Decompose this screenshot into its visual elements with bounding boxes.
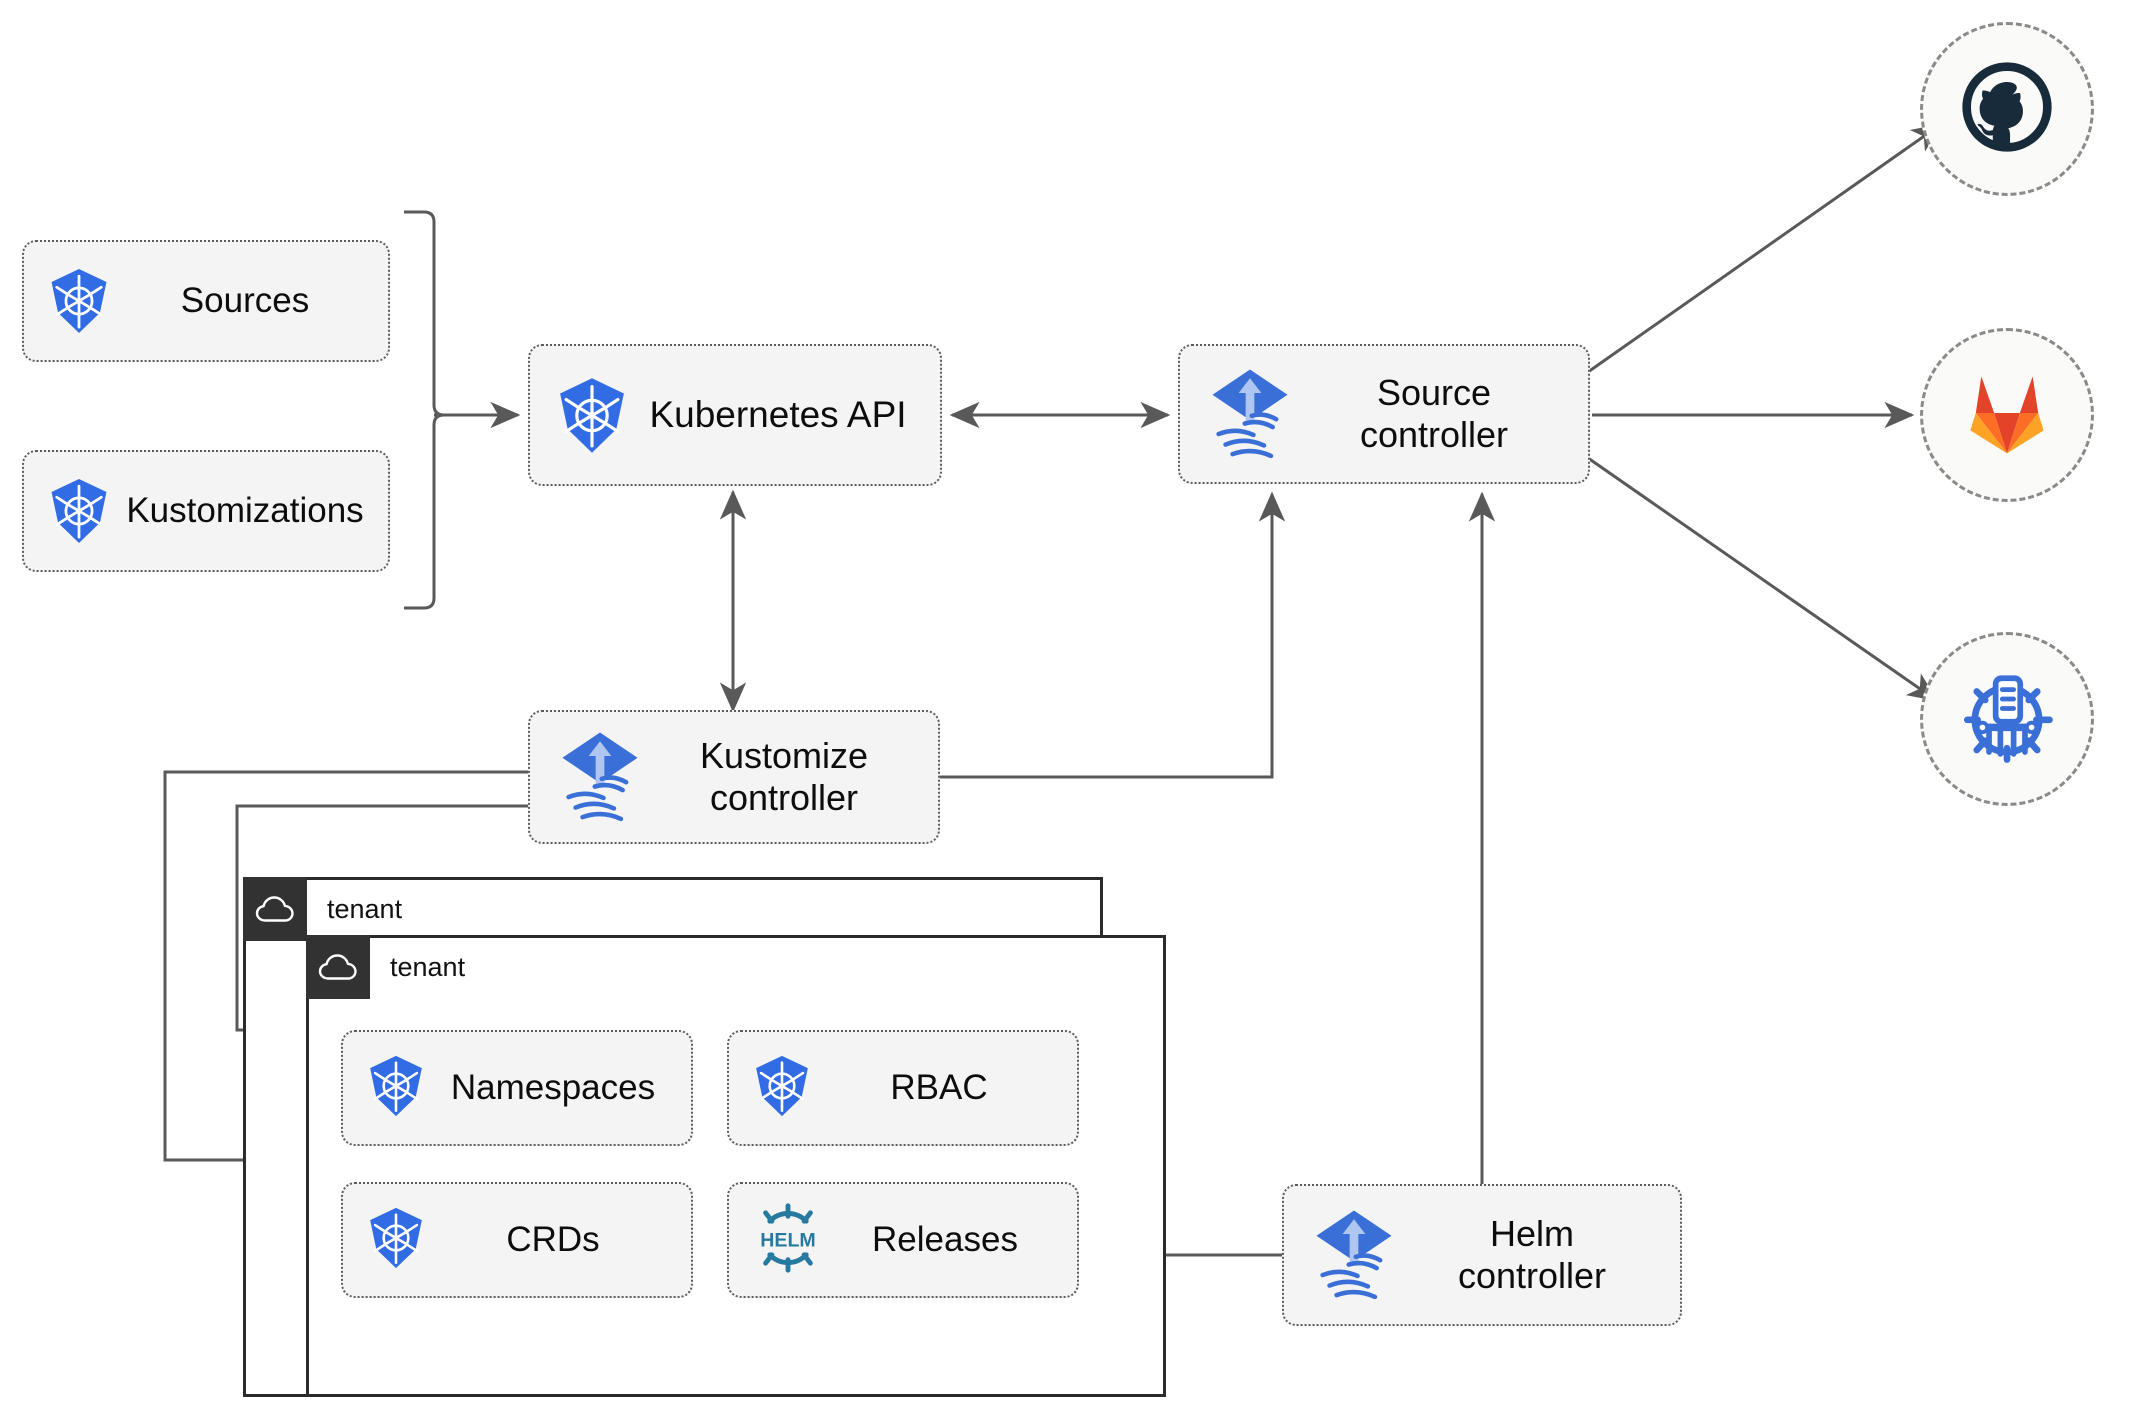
card-label-kustomize-controller: Kustomize controller: [699, 734, 869, 818]
kubernetes-icon: [751, 1054, 813, 1123]
tile-label-releases: Releases: [872, 1220, 1018, 1259]
tenant-tab-1: tenant: [243, 877, 402, 941]
card-label-sources: Sources: [180, 281, 310, 321]
provider-gitlab[interactable]: [1920, 328, 2094, 502]
gitlab-icon: [1961, 369, 2053, 462]
provider-helm-repository[interactable]: [1920, 632, 2094, 806]
kubernetes-icon: [46, 477, 112, 545]
card-label-kubernetes-api: Kubernetes API: [649, 394, 907, 436]
tenant-label-2: tenant: [390, 951, 466, 982]
bracket-top: [404, 210, 445, 417]
flux-icon: [556, 729, 644, 825]
tenant-container-2[interactable]: tenant: [306, 935, 1166, 1397]
tile-label-crds: CRDs: [506, 1220, 600, 1259]
tile-releases[interactable]: HELM Releases: [727, 1182, 1079, 1298]
card-kubernetes-api[interactable]: Kubernetes API: [528, 344, 942, 486]
wire-source-to-helmrepo: [1587, 456, 1938, 702]
kubernetes-icon: [365, 1054, 427, 1123]
card-kustomize-controller[interactable]: Kustomize controller: [528, 710, 940, 844]
tile-namespaces[interactable]: Namespaces: [341, 1030, 693, 1146]
card-source-controller[interactable]: Source controller: [1178, 344, 1590, 484]
tile-rbac[interactable]: RBAC: [727, 1030, 1079, 1146]
github-icon: [1959, 59, 2055, 160]
cloud-icon: [243, 877, 307, 941]
cloud-icon: [306, 935, 370, 999]
card-sources[interactable]: Sources: [22, 240, 390, 362]
helm-repository-icon: [1955, 665, 2059, 774]
tile-crds[interactable]: CRDs: [341, 1182, 693, 1298]
flux-icon: [1310, 1207, 1398, 1303]
flux-icon: [1206, 366, 1294, 462]
card-label-kustomizations: Kustomizations: [126, 491, 364, 531]
helm-icon: HELM: [751, 1202, 825, 1278]
tenant-tab-2: tenant: [306, 935, 465, 999]
tenant-label-1: tenant: [327, 893, 403, 924]
tile-label-namespaces: Namespaces: [450, 1068, 656, 1107]
wire-kustomize-to-source: [940, 491, 1286, 779]
kubernetes-icon: [46, 267, 112, 335]
card-helm-controller[interactable]: Helm controller: [1282, 1184, 1682, 1326]
card-label-helm-controller: Helm controller: [1457, 1212, 1607, 1296]
bracket-bottom: [404, 413, 445, 610]
card-kustomizations[interactable]: Kustomizations: [22, 450, 390, 572]
provider-github[interactable]: [1920, 22, 2094, 196]
wire-source-to-github: [1587, 123, 1942, 374]
card-label-source-controller: Source controller: [1359, 371, 1509, 455]
kubernetes-icon: [365, 1206, 427, 1275]
kubernetes-icon: [554, 376, 630, 455]
svg-text:HELM: HELM: [760, 1229, 816, 1251]
tile-label-rbac: RBAC: [890, 1068, 988, 1107]
